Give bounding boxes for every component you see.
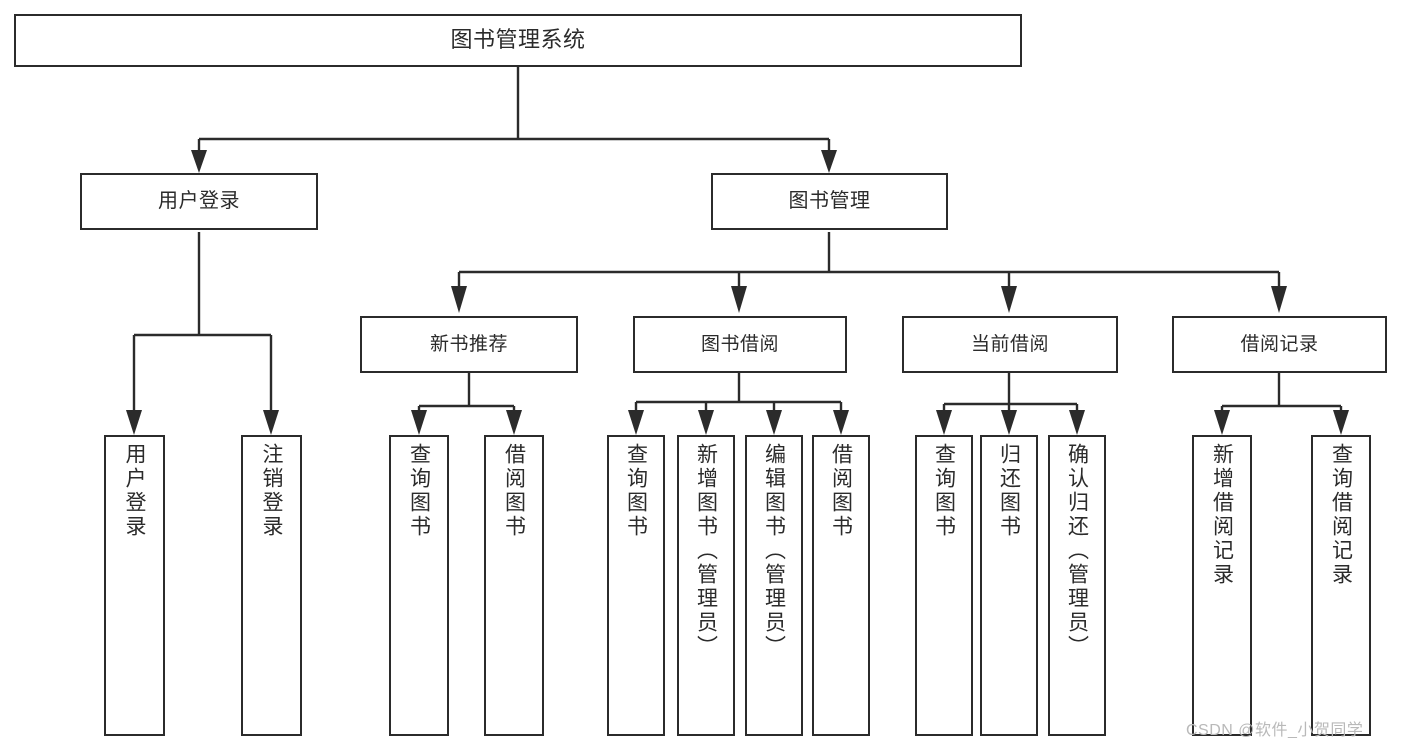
arrowhead-leaf-u1 — [126, 410, 142, 435]
leaf-current-confirm-return-admin[interactable]: 确认归还（管理员） — [1048, 435, 1106, 736]
node-label: 归还图书 — [997, 443, 1021, 539]
node-book-borrowing[interactable]: 图书借阅 — [633, 316, 847, 373]
node-book-management[interactable]: 图书管理 — [711, 173, 948, 230]
leaf-user-login-login[interactable]: 用户登录 — [104, 435, 165, 736]
node-label: 新增图书（管理员） — [694, 443, 718, 659]
leaf-borrow-query-book[interactable]: 查询图书 — [607, 435, 665, 736]
node-label: 新增借阅记录 — [1210, 443, 1234, 587]
node-label: 当前借阅 — [970, 333, 1049, 355]
arrowhead-leaf-b3 — [766, 410, 782, 435]
node-new-book-recommendation[interactable]: 新书推荐 — [360, 316, 578, 373]
arrowhead-l3-1 — [451, 286, 467, 313]
node-label: 注销登录 — [260, 443, 284, 539]
arrowhead-l3-3 — [1001, 286, 1017, 313]
node-label: 查询借阅记录 — [1329, 443, 1353, 587]
arrowhead-l3-2 — [731, 286, 747, 313]
node-label: 借阅图书 — [829, 443, 853, 539]
node-user-login[interactable]: 用户登录 — [80, 173, 318, 230]
leaf-current-query-book[interactable]: 查询图书 — [915, 435, 973, 736]
arrowhead-l3-4 — [1271, 286, 1287, 313]
node-label: 确认归还（管理员） — [1065, 443, 1089, 659]
node-label: 新书推荐 — [429, 333, 508, 355]
node-label: 图书管理 — [788, 190, 871, 213]
arrowhead-leaf-r1 — [1214, 410, 1230, 435]
leaf-borrow-add-book-admin[interactable]: 新增图书（管理员） — [677, 435, 735, 736]
arrowhead-leaf-n1 — [411, 410, 427, 435]
leaf-new-book-borrow-book[interactable]: 借阅图书 — [484, 435, 544, 736]
leaf-record-query-borrow-record[interactable]: 查询借阅记录 — [1311, 435, 1371, 736]
node-label: 查询图书 — [932, 443, 956, 539]
leaf-borrow-edit-book-admin[interactable]: 编辑图书（管理员） — [745, 435, 803, 736]
node-root-book-management-system[interactable]: 图书管理系统 — [14, 14, 1022, 67]
node-label: 用户登录 — [123, 443, 147, 539]
node-label: 编辑图书（管理员） — [762, 443, 786, 659]
arrowhead-leaf-c1 — [936, 410, 952, 435]
leaf-current-return-book[interactable]: 归还图书 — [980, 435, 1038, 736]
node-label: 图书管理系统 — [450, 27, 586, 53]
leaf-record-add-borrow-record[interactable]: 新增借阅记录 — [1192, 435, 1252, 736]
arrowhead-leaf-r2 — [1333, 410, 1349, 435]
node-label: 借阅记录 — [1240, 333, 1319, 355]
arrowhead-book-manage — [821, 150, 837, 173]
arrowhead-leaf-c2 — [1001, 410, 1017, 435]
node-label: 图书借阅 — [700, 333, 779, 355]
arrowhead-leaf-b4 — [833, 410, 849, 435]
arrowhead-leaf-u2 — [263, 410, 279, 435]
node-label: 用户登录 — [158, 190, 240, 213]
node-borrowing-records[interactable]: 借阅记录 — [1172, 316, 1387, 373]
arrowhead-leaf-b1 — [628, 410, 644, 435]
node-label: 借阅图书 — [502, 443, 526, 539]
csdn-watermark: CSDN @软件_小贺同学 — [1186, 722, 1364, 739]
leaf-new-book-query-book[interactable]: 查询图书 — [389, 435, 449, 736]
leaf-borrow-borrow-book[interactable]: 借阅图书 — [812, 435, 870, 736]
arrowhead-leaf-b2 — [698, 410, 714, 435]
node-label: 查询图书 — [624, 443, 648, 539]
leaf-user-login-logout[interactable]: 注销登录 — [241, 435, 302, 736]
node-current-borrowing[interactable]: 当前借阅 — [902, 316, 1118, 373]
arrowhead-leaf-c3 — [1069, 410, 1085, 435]
node-label: 查询图书 — [407, 443, 431, 539]
arrowhead-user-login — [191, 150, 207, 173]
arrowhead-leaf-n2 — [506, 410, 522, 435]
